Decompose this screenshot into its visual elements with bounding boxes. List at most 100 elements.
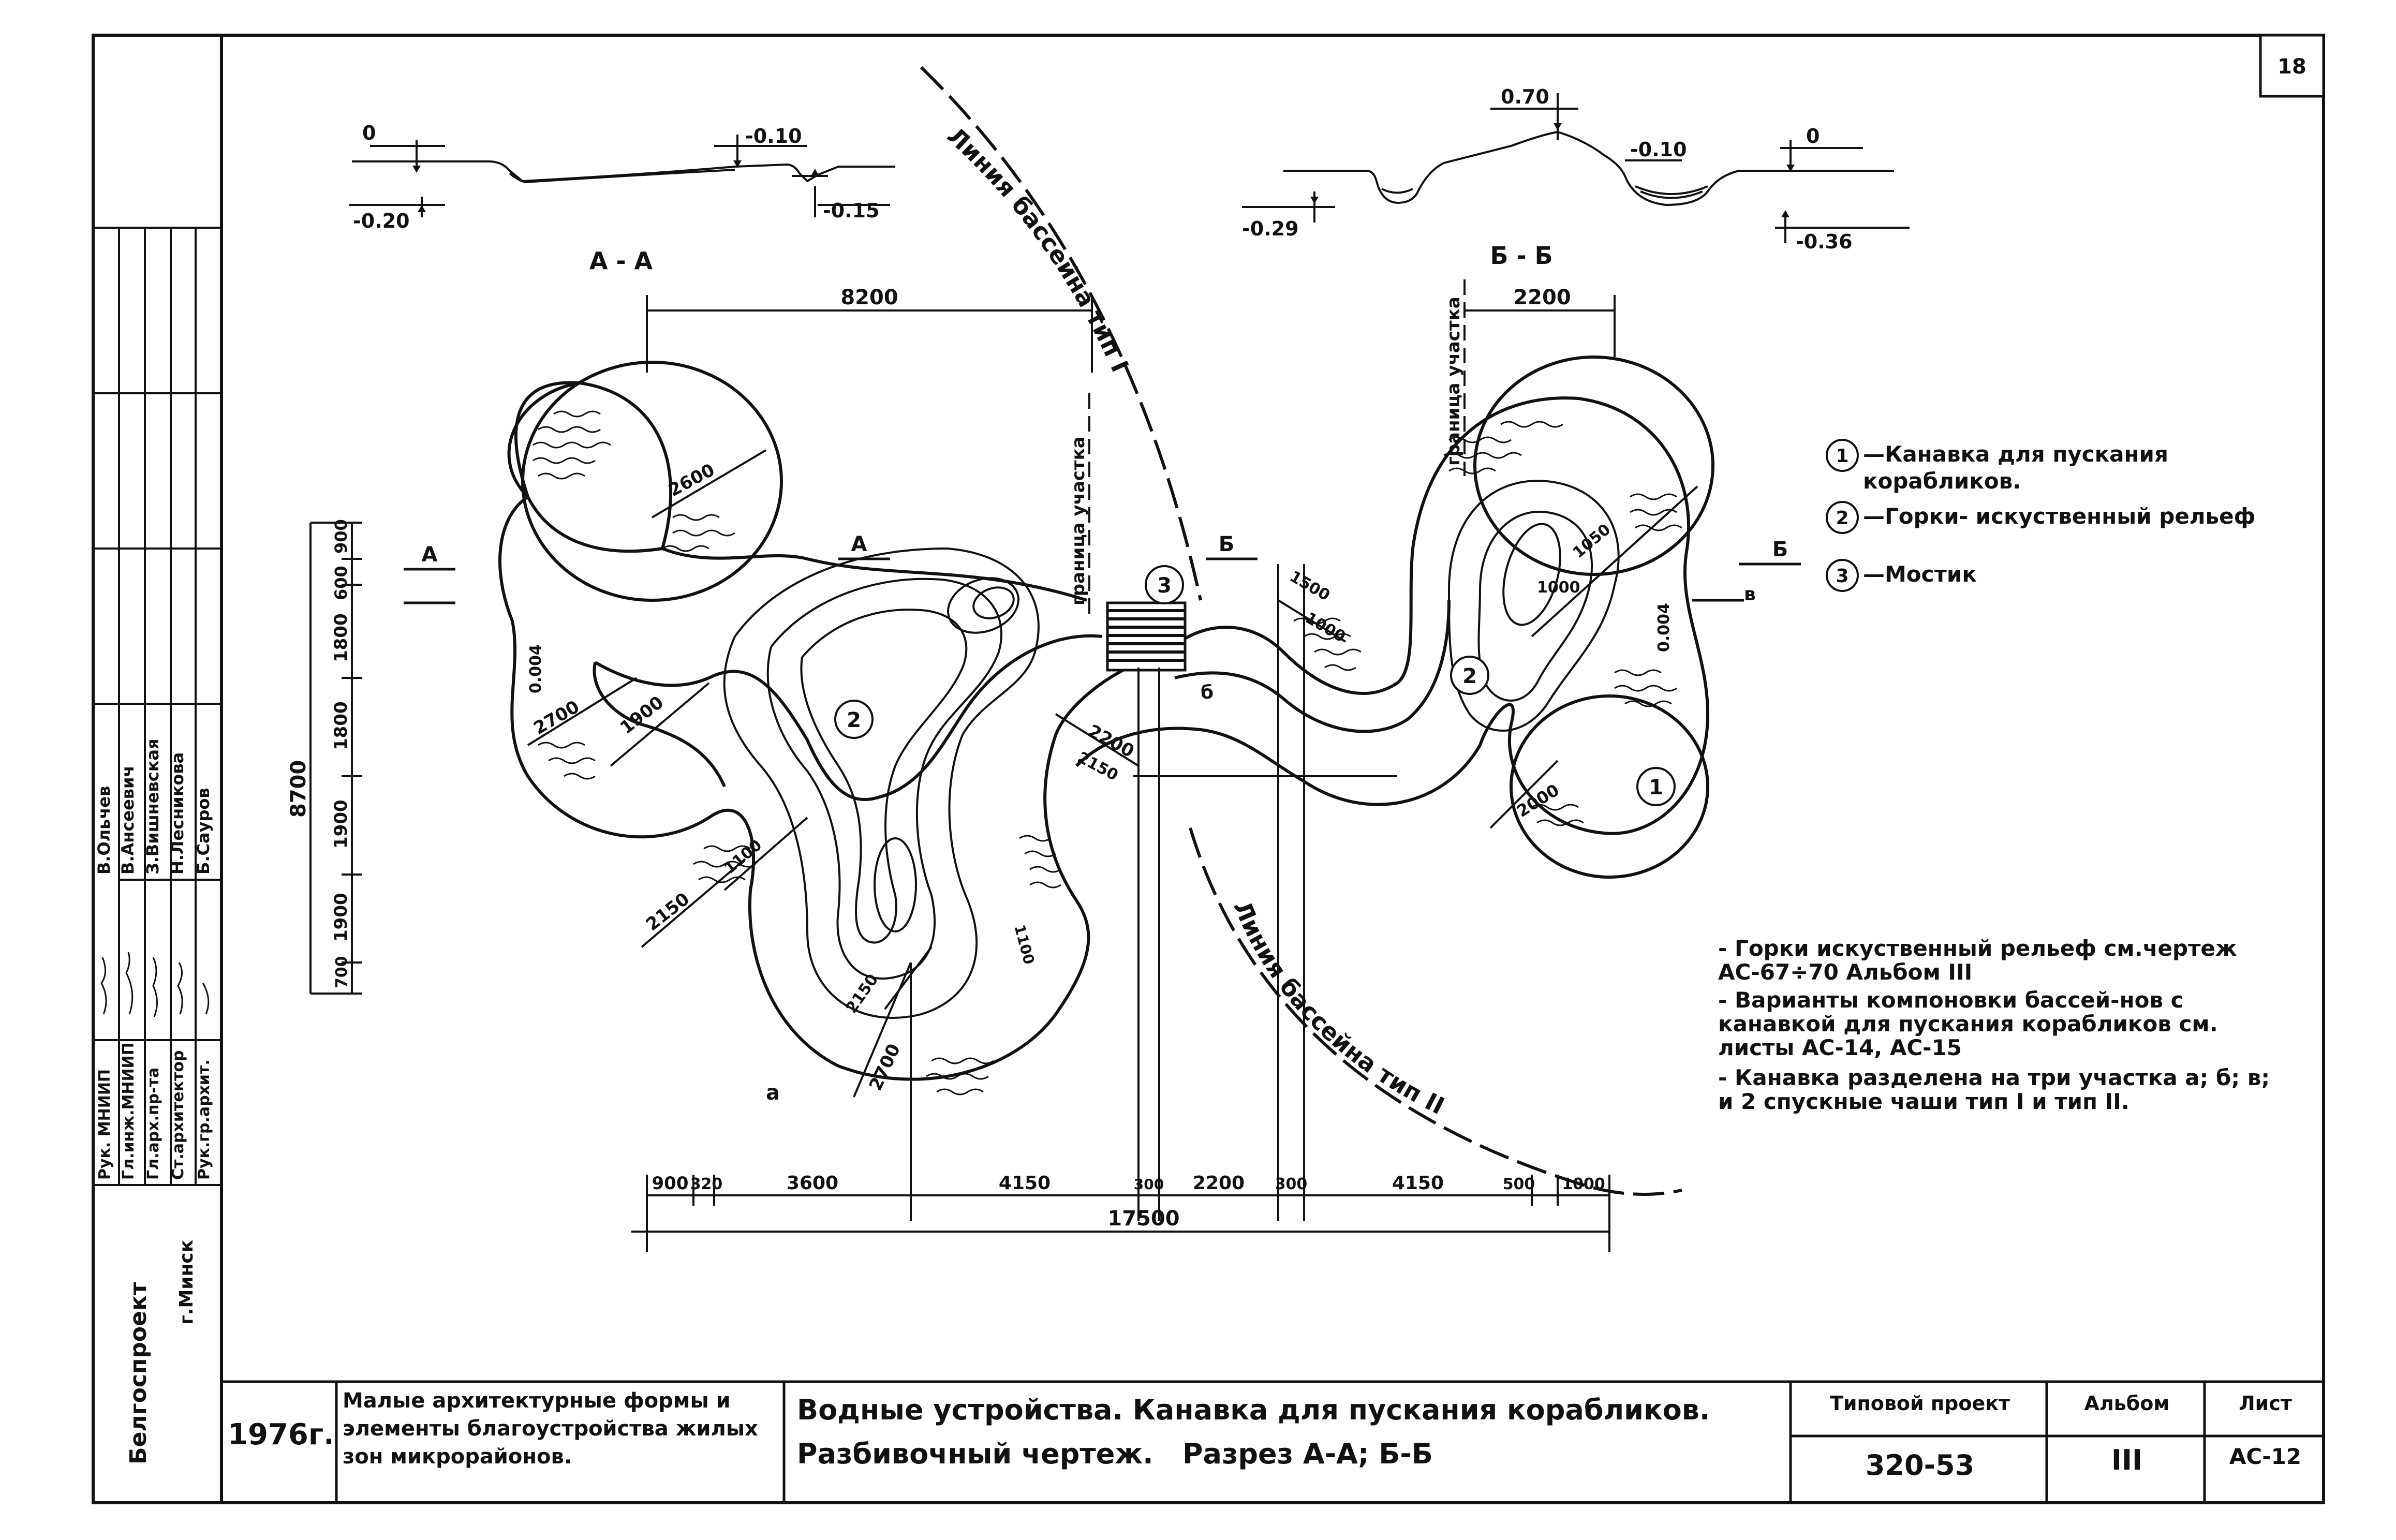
album-label: Альбом	[2084, 1392, 2170, 1415]
dim-left-total: 8700	[287, 760, 310, 818]
title-block-grid	[221, 1380, 2324, 1503]
stamp-city: г.Минск	[176, 1240, 197, 1325]
zone-label: б	[1201, 682, 1214, 703]
stamp-role: Рук. МНИИП	[96, 1069, 114, 1180]
dim-inner: 1000	[1302, 609, 1349, 646]
project-label: Типовой проект	[1829, 1392, 2010, 1415]
legend-item-2: —Горки- искуственный рельеф	[1863, 504, 2256, 529]
dim-inner: 2150	[642, 889, 693, 935]
title-sub: Разбивочный чертеж. Разрез А-А; Б-Б	[797, 1438, 1433, 1470]
section-bb-level: -0.29	[1242, 217, 1299, 240]
pool-line-type-2: Линия бассейна тип II	[1189, 827, 1682, 1196]
dim-inner: 1100	[721, 836, 765, 878]
section-cut-marks	[404, 557, 1801, 604]
section-bb-level: 0.70	[1501, 85, 1549, 108]
section-aa-level: -0.15	[823, 199, 880, 222]
dim-left: 1800	[331, 613, 351, 662]
legend-item-3: —Мостик	[1863, 561, 1977, 587]
boundary-label: граница участка	[1443, 297, 1464, 466]
zone-number: 3	[1157, 574, 1172, 598]
dim-bottom: 500	[1503, 1175, 1535, 1193]
note-3: - Канавка разделена на три участка а; б;…	[1718, 1066, 2270, 1114]
zone-number: 2	[847, 708, 861, 732]
title-subject: Малые архитектурные формы и элементы бла…	[343, 1389, 758, 1469]
section-mark: А	[851, 532, 867, 556]
legend-markers	[1826, 439, 1859, 592]
dim-bottom: 900	[652, 1173, 689, 1194]
circled-numbers: 2 2 3 1	[834, 565, 1676, 806]
stamp-roles: Рук. МНИИП Гл.инж.МНИИП Гл.арх.пр-та Ст.…	[96, 1042, 213, 1180]
section-mark: Б	[1219, 532, 1235, 556]
dim-left: 1800	[331, 701, 351, 750]
sheet-frame	[92, 34, 2325, 1504]
stamp-name: В.Ансеевич	[118, 766, 138, 875]
dim-left: 700	[333, 956, 351, 988]
stamp-role: Гл.инж.МНИИП	[120, 1042, 138, 1180]
dim-inner: 0.004	[527, 644, 545, 693]
dim-inner: 1000	[1537, 579, 1580, 597]
section-mark: А	[422, 543, 438, 567]
section-bb-level: -0.36	[1796, 230, 1853, 253]
sheet-number-box: 18	[2259, 34, 2325, 98]
bridge	[1106, 601, 1187, 672]
pool-line-type-1: Линия бассейна тип I	[920, 66, 1202, 601]
dim-left: 600	[331, 566, 351, 600]
section-bb-level: -0.10	[1630, 138, 1687, 161]
dims-top	[646, 295, 1616, 373]
dim-bottom: 300	[1275, 1175, 1308, 1193]
stamp-name: Б.Сауров	[194, 788, 213, 875]
dim-bottom: 2200	[1193, 1173, 1245, 1194]
sheet-number: 18	[2277, 55, 2306, 79]
legend-item-1: —Канавка для пускания корабликов.	[1863, 441, 2168, 494]
hill-contours-left	[723, 547, 1040, 1019]
section-aa	[349, 135, 895, 217]
pool-circle-left	[521, 361, 783, 602]
section-mark: Б	[1772, 538, 1788, 561]
boundary-lines	[910, 279, 1466, 1221]
title-year: 1976г.	[228, 1418, 331, 1452]
section-aa-level: -0.10	[745, 125, 802, 147]
note-1: - Горки искуственный рельеф см.чертеж АС…	[1718, 937, 2237, 984]
dim-bottom: 300	[1134, 1176, 1164, 1193]
dim-bottom: 3600	[787, 1173, 838, 1194]
dim-inner: 0.004	[1655, 603, 1673, 652]
inner-dim-lines	[527, 449, 1698, 1098]
legend-number: 2	[1836, 508, 1848, 529]
dim-left: 1900	[331, 799, 351, 849]
title-main: Водные устройства. Канавка для пускания …	[797, 1394, 1710, 1426]
signatures	[100, 952, 210, 1017]
stamp-role: Гл.арх.пр-та	[144, 1068, 162, 1180]
dim-bottom: 1000	[1562, 1175, 1605, 1193]
dim-bottom: 4150	[999, 1173, 1051, 1194]
dim-inner: 2700	[865, 1041, 905, 1094]
section-bb-markers	[1310, 123, 1795, 217]
sheet-value: АС-12	[2229, 1444, 2302, 1469]
project-value: 320-53	[1865, 1449, 1975, 1482]
boundary-label: граница участка	[1068, 436, 1089, 605]
zone-number: 1	[1649, 776, 1663, 799]
pool-circle-right	[1473, 356, 1714, 879]
dim-bottom: 4150	[1392, 1173, 1444, 1194]
stamp-name: В.Ольчев	[94, 786, 114, 875]
dim-left: 1900	[331, 893, 351, 942]
section-aa-level: -0.20	[353, 210, 410, 232]
canal-right-contour	[1075, 396, 1710, 835]
section-aa-level: 0	[362, 122, 376, 144]
stamp-name: Н.Лесникова	[168, 752, 187, 875]
legend-number: 3	[1836, 566, 1848, 587]
dim-inner: 1500	[1286, 568, 1333, 605]
left-stamp	[93, 227, 221, 1186]
note-2: - Варианты компоновки бассей-нов с канав…	[1718, 988, 2218, 1060]
section-bb-title: Б - Б	[1490, 242, 1552, 270]
section-bb	[1242, 93, 1910, 243]
dim-bottom: 320	[690, 1175, 723, 1193]
dim-bottom-total: 17500	[1107, 1207, 1179, 1231]
zone-label: а	[766, 1081, 780, 1105]
stamp-names: В.Ольчев В.Ансеевич З.Вишневская Н.Лесни…	[94, 738, 213, 875]
zone-number: 2	[1462, 664, 1477, 688]
dim-inner: 2700	[530, 697, 583, 739]
stamp-role: Рук.гр.архит.	[195, 1059, 213, 1180]
pool-line-label-upper: Линия бассейна тип I	[942, 122, 1134, 376]
dims-bottom	[631, 1175, 1610, 1252]
